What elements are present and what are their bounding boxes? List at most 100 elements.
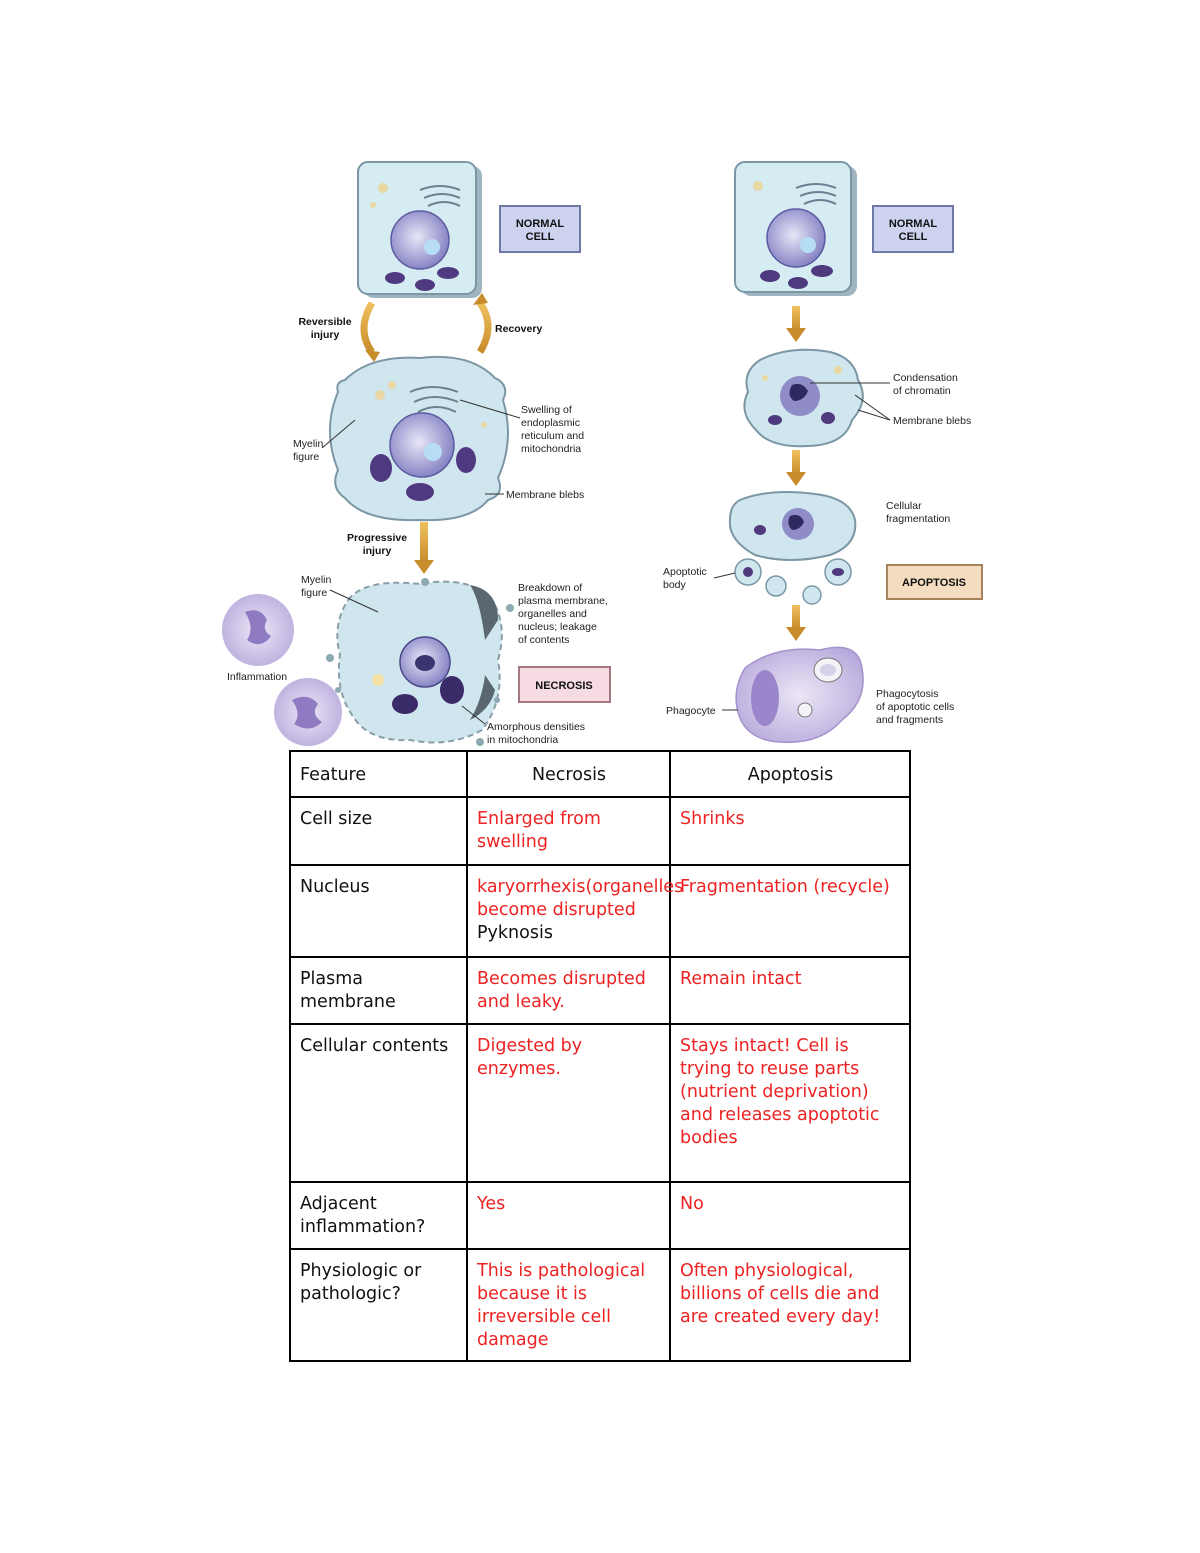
breakdown-label-5: of contents (518, 634, 569, 646)
normal-cell-box-right (872, 205, 954, 253)
swelling-label-3: reticulum and (521, 430, 584, 442)
apoptosis-arrow-1-head (786, 328, 806, 342)
condensation-label-2: of chromatin (893, 385, 951, 397)
reversible-injury-arrow (360, 301, 376, 355)
amorphous-label-2: in mitochondria (487, 734, 558, 746)
fragmentation-label-1: Cellular (886, 500, 922, 512)
breakdown-label-3: organelles and (518, 608, 587, 620)
membrane-blebs-label-right: Membrane blebs (893, 415, 971, 427)
header-apoptosis: Apoptosis (669, 750, 911, 798)
apoptosis-box (886, 564, 983, 600)
phagocytosis-label-2: of apoptotic cells (876, 701, 954, 713)
normal-cell-box-left (499, 205, 581, 253)
blebs-leader-right-2 (854, 394, 891, 421)
feature-cell: Plasma membrane (289, 956, 468, 1025)
condensation-label-1: Condensation (893, 372, 958, 384)
apoptosis-arrow-3 (792, 605, 800, 629)
apoptosis-cell: Stays intact! Cell is trying to reuse pa… (669, 1023, 911, 1183)
apoptosis-label: APOPTOSIS (902, 577, 966, 589)
table-row: Plasma membrane Becomes disrupted and le… (289, 956, 911, 1025)
apoptosis-arrow-2-head (786, 472, 806, 486)
myelin-leader-1 (321, 419, 356, 449)
apoptosis-arrow-2 (792, 450, 800, 474)
breakdown-label-4: nucleus; leakage (518, 621, 597, 633)
apoptosis-cell: Often physiological, billions of cells d… (669, 1248, 911, 1362)
recovery-label: Recovery (495, 323, 542, 335)
apoptotic-body-label-1: Apoptotic (663, 566, 707, 578)
table-row: Cellular contents Digested by enzymes. S… (289, 1023, 911, 1183)
necrosis-cell: Yes (466, 1181, 671, 1250)
feature-cell: Physiologic or pathologic? (289, 1248, 468, 1362)
swelling-label-2: endoplasmic (521, 417, 580, 429)
table-row: Nucleus karyorrhexis(organelles become d… (289, 864, 911, 958)
necrosis-cell: Becomes disrupted and leaky. (466, 956, 671, 1025)
necrosis-label: NECROSIS (535, 680, 592, 692)
myelin-figure-label-1a: Myelin (293, 438, 324, 450)
necrotic-cell-diagram (326, 578, 514, 746)
phagocytosis-label-1: Phagocytosis (876, 688, 938, 700)
apoptotic-body-label-2: body (663, 579, 687, 591)
header-necrosis: Necrosis (466, 750, 671, 798)
normal-cell-label-left-1: NORMAL (516, 218, 565, 230)
necrosis-box (518, 666, 611, 703)
apoptosis-cell: Remain intact (669, 956, 911, 1025)
phagocytosis-label-3: and fragments (876, 714, 943, 726)
apoptotic-body-leader (713, 572, 736, 579)
swelling-label-1: Swelling of (521, 404, 572, 416)
myelin-figure-label-2a: Myelin (301, 574, 332, 586)
apoptosis-arrow-1 (792, 306, 800, 330)
normal-cell-diagram (357, 161, 482, 298)
necrosis-cell: karyorrhexis(organelles become disrupted… (466, 864, 683, 958)
feature-cell: Cellular contents (289, 1023, 468, 1183)
necrosis-cell: This is pathological because it is irrev… (466, 1248, 671, 1362)
apoptosis-cell: Shrinks (669, 796, 911, 866)
inflammation-label: Inflammation (227, 671, 287, 683)
progressive-injury-label-1: Progressive (347, 532, 407, 544)
progressive-arrow-head (414, 560, 434, 574)
apoptosis-cell: No (669, 1181, 911, 1250)
membrane-blebs-label-left: Membrane blebs (506, 489, 584, 501)
progressive-injury-label-2: injury (363, 545, 392, 557)
phagocyte-diagram (735, 646, 864, 744)
feature-cell: Adjacent inflammation? (289, 1181, 468, 1250)
table-row: Cell size Enlarged from swelling Shrinks (289, 796, 911, 866)
phagocyte-label: Phagocyte (666, 705, 716, 717)
progressive-injury-arrow (420, 522, 428, 562)
breakdown-label-2: plasma membrane, (518, 595, 608, 607)
condensed-cell-diagram (743, 348, 864, 448)
breakdown-label-1: Breakdown of (518, 582, 582, 594)
feature-cell: Nucleus (289, 864, 468, 958)
amorphous-leader (461, 705, 486, 725)
swollen-cell-diagram (329, 355, 509, 522)
pyknosis-text: Pyknosis (477, 923, 553, 943)
reversible-injury-label-1: Reversible (298, 316, 351, 328)
myelin-figure-label-1b: figure (293, 451, 319, 463)
reversible-injury-label-2: injury (311, 329, 340, 341)
reversible-arrow-head (365, 350, 380, 362)
necrosis-cell: Enlarged from swelling (466, 796, 671, 866)
cell-death-figure: NORMAL CELL Reversible injury Recovery S… (222, 161, 983, 746)
table-row: Adjacent inflammation? Yes No (289, 1181, 911, 1250)
normal-cell-label-left-2: CELL (526, 231, 555, 243)
necrosis-nucleus-text: karyorrhexis(organelles become disrupted (477, 877, 684, 920)
apoptosis-path: NORMAL CELL Condensation of chromatin Me… (663, 161, 983, 744)
recovery-arrow-head (473, 293, 488, 305)
blebs-leader-right-1 (857, 409, 891, 421)
myelin-leader-2 (329, 589, 379, 613)
fragmentation-label-2: fragmentation (886, 513, 950, 525)
header-feature: Feature (289, 750, 468, 798)
normal-cell-label-right-2: CELL (899, 231, 928, 243)
table-row: Physiologic or pathologic? This is patho… (289, 1248, 911, 1362)
swelling-label-4: mitochondria (521, 443, 581, 455)
apoptosis-arrow-3-head (786, 627, 806, 641)
normal-cell-diagram-right (734, 161, 857, 296)
necrosis-cell: Digested by enzymes. (466, 1023, 671, 1183)
table-header-row: Feature Necrosis Apoptosis (289, 750, 911, 798)
apoptosis-cell: Fragmentation (recycle) (669, 864, 911, 958)
normal-cell-label-right-1: NORMAL (889, 218, 938, 230)
feature-cell: Cell size (289, 796, 468, 866)
inflammatory-cells (222, 594, 342, 746)
necrosis-path: NORMAL CELL Reversible injury Recovery S… (222, 161, 611, 746)
amorphous-label-1: Amorphous densities (487, 721, 585, 733)
necrosis-vs-apoptosis-table: Feature Necrosis Apoptosis Cell size Enl… (289, 750, 911, 1362)
